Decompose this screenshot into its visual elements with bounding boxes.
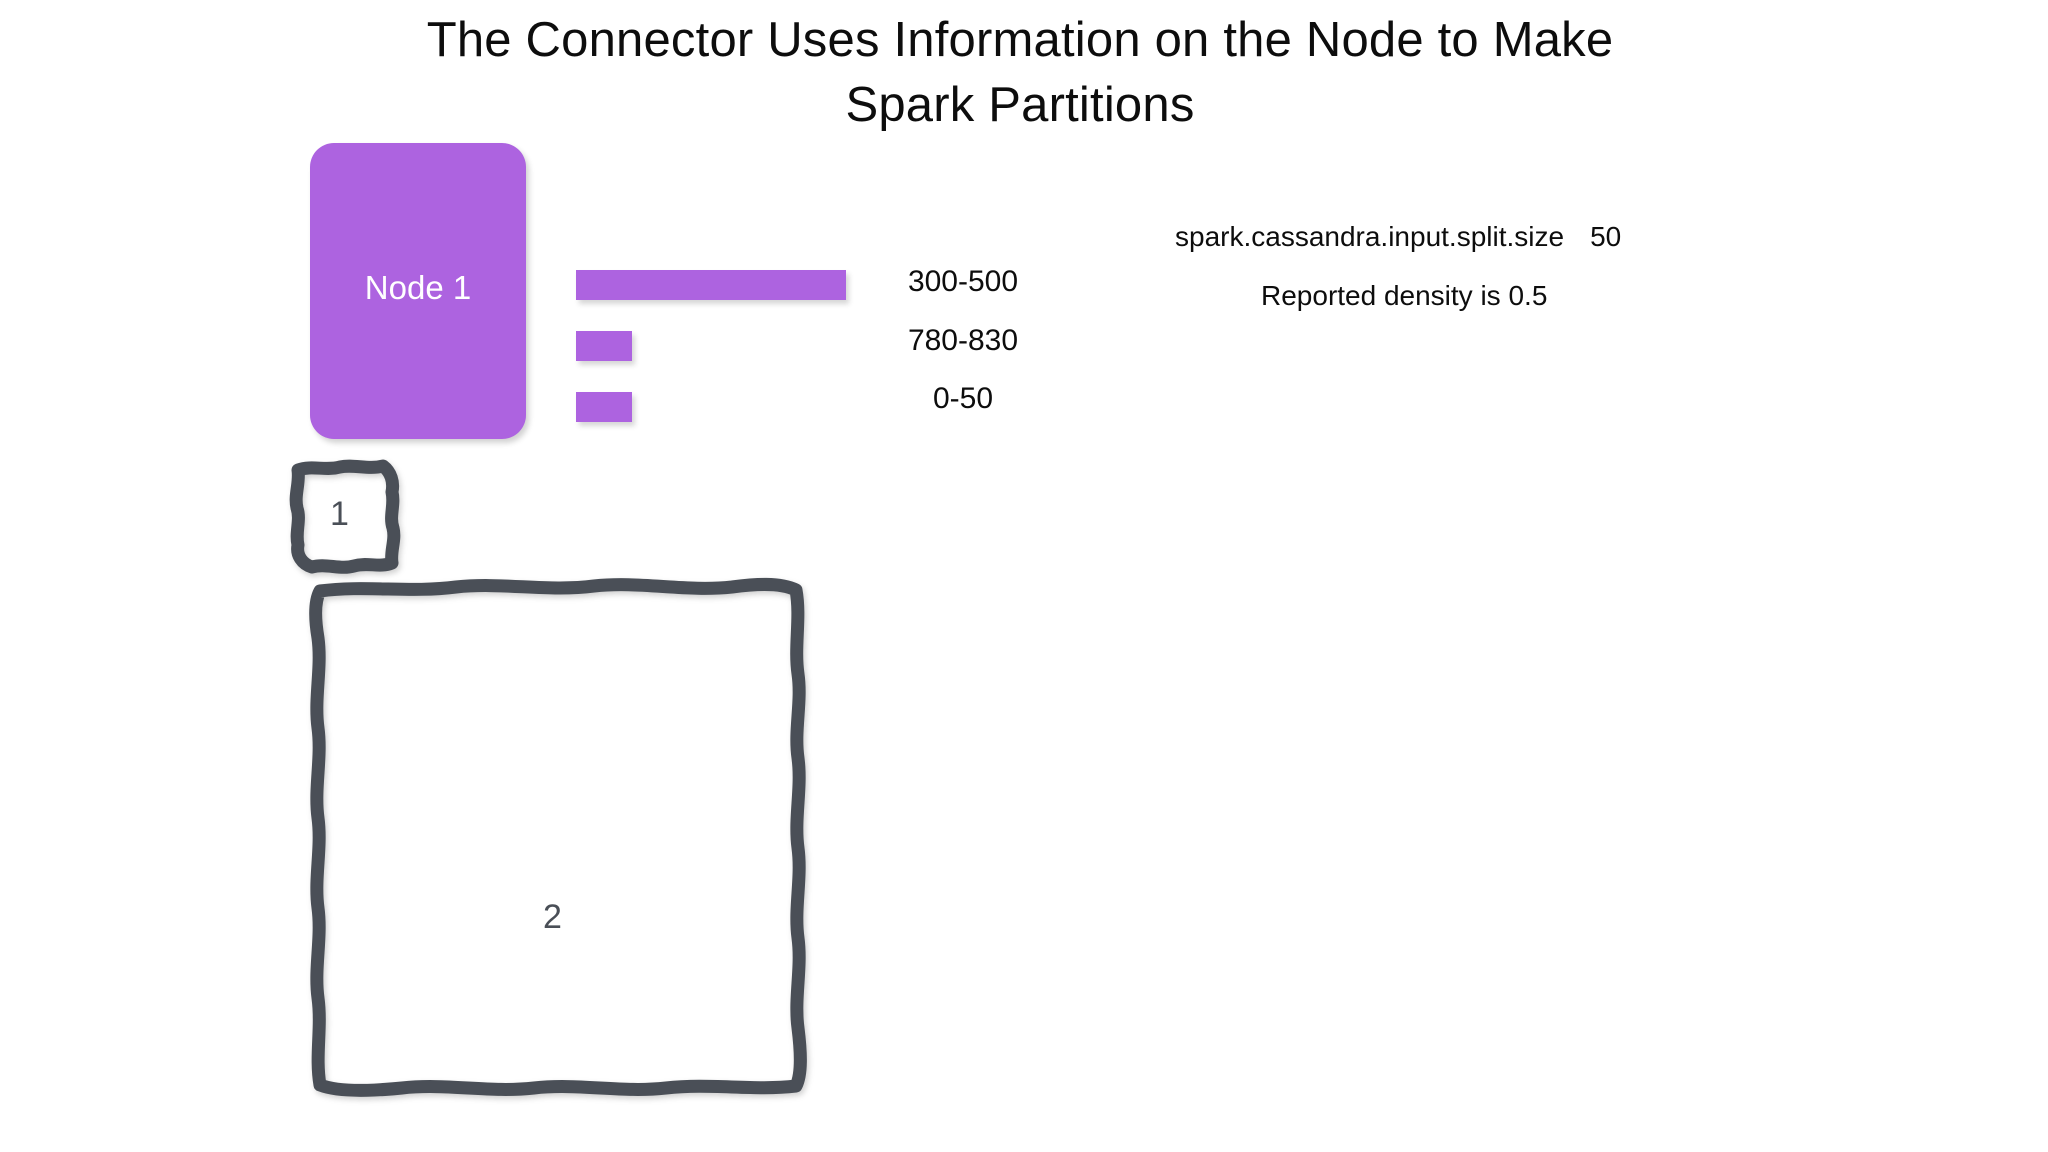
reported-density-text: Reported density is 0.5 xyxy=(1261,280,1548,311)
split-size-key: spark.cassandra.input.split.size xyxy=(1175,221,1565,252)
range-bar-0 xyxy=(576,270,846,300)
range-bar-2 xyxy=(576,392,632,422)
page-title-line-1: The Connector Uses Information on the No… xyxy=(426,13,1614,67)
node-card-label: Node 1 xyxy=(364,269,472,306)
partition-box-1: 1 xyxy=(288,458,402,574)
range-bar-1 xyxy=(576,331,632,361)
range-bar-label-1: 780-830 xyxy=(907,324,1019,357)
range-bar-label-0: 300-500 xyxy=(907,265,1019,298)
page-title: The Connector Uses Information on the No… xyxy=(290,8,1750,138)
page-title-line-2: Spark Partitions xyxy=(845,78,1195,132)
partition-box-2: 2 xyxy=(309,577,807,1098)
node-card: Node 1 xyxy=(310,143,526,439)
partition-box-1-label: 1 xyxy=(330,495,349,533)
range-bar-label-2: 0-50 xyxy=(932,382,994,415)
split-size-config-line: spark.cassandra.input.split.size 50 xyxy=(1175,221,1621,253)
split-size-value: 50 xyxy=(1590,221,1622,252)
partition-box-2-label: 2 xyxy=(543,898,562,936)
